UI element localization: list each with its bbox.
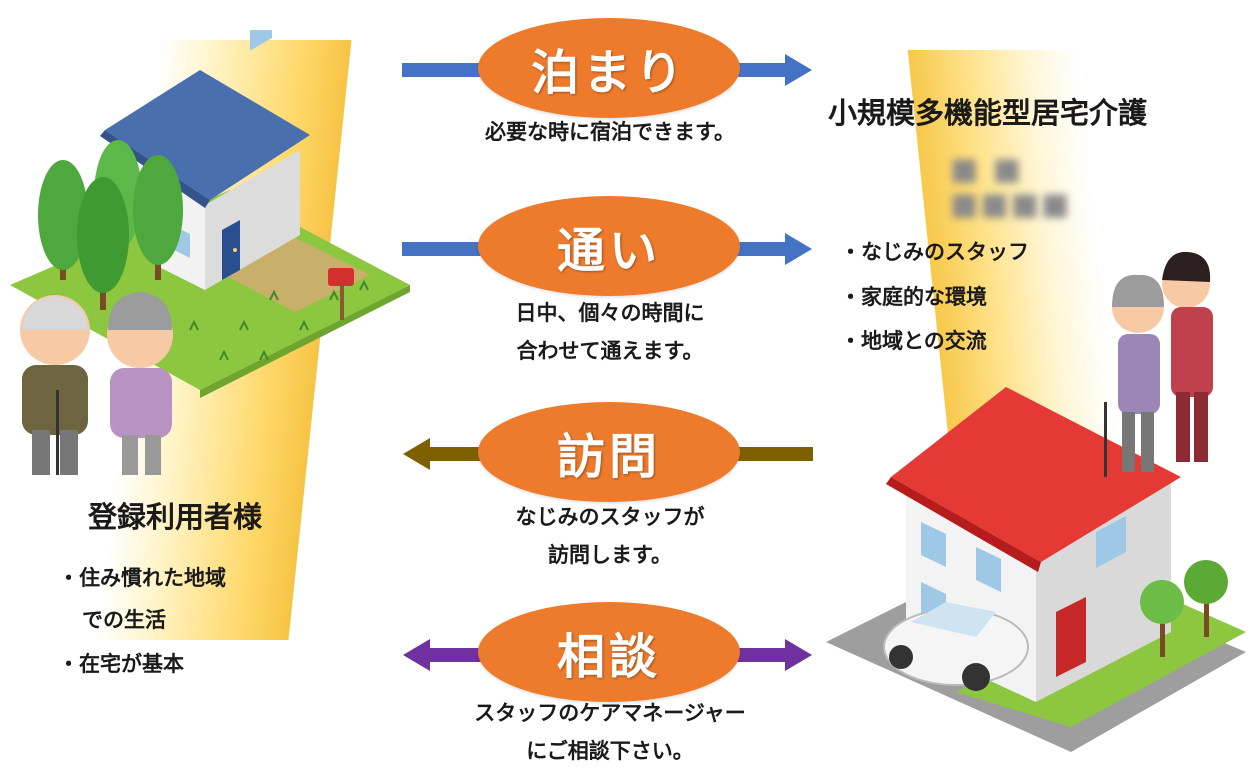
right-bullet-1: ・なじみのスタッフ [840,240,1029,264]
caption-stay-line1: 必要な時に宿泊できます。 [485,120,735,144]
bubble-consult: 相談 [478,602,740,702]
right-bullet-3: ・地域との交流 [840,329,987,353]
caption-visit-line1: なじみのスタッフが [515,505,705,529]
caption-consult-line1: スタッフのケアマネージャー [474,701,746,725]
car-icon [883,602,1029,691]
caption-visit-line2: 訪問します。 [548,543,672,567]
facility-name-blurred: ■ ■ ■■■■ [950,152,1072,222]
user-title: 登録利用者様 [88,500,263,534]
home-roof [105,70,310,200]
facility-roof [891,387,1181,562]
caption-daycare-line2: 合わせて通えます。 [516,339,704,363]
facility-trees-icon [1140,560,1228,657]
caption-daycare-line1: 日中、個々の時間に [515,301,705,325]
home-illustration [10,30,410,475]
facility-title: 小規模多機能型居宅介護 [828,96,1148,130]
caption-stay: 必要な時に宿泊できます。 [420,113,800,151]
facility-illustration [826,252,1246,752]
left-bullet-1: ・住み慣れた地域 [58,566,226,590]
bubble-stay: 泊まり [478,18,740,118]
bubble-daycare: 通い [478,196,740,296]
caption-consult-line2: にご相談下さい。 [526,739,694,763]
bubble-visit: 訪問 [478,402,740,502]
right-bullet-2: ・家庭的な環境 [840,285,987,309]
trees-icon [38,140,183,310]
caption-consult: スタッフのケアマネージャー にご相談下さい。 [420,694,800,770]
mailbox-icon [328,268,354,320]
caption-daycare: 日中、個々の時間に 合わせて通えます。 [420,294,800,370]
caregiver-icon [1104,252,1213,477]
left-bullet-1-cont: での生活 [82,608,166,632]
elderly-couple-icon [20,292,173,475]
caption-visit: なじみのスタッフが 訪問します。 [420,498,800,574]
left-bullet-2: ・在宅が基本 [58,652,184,676]
